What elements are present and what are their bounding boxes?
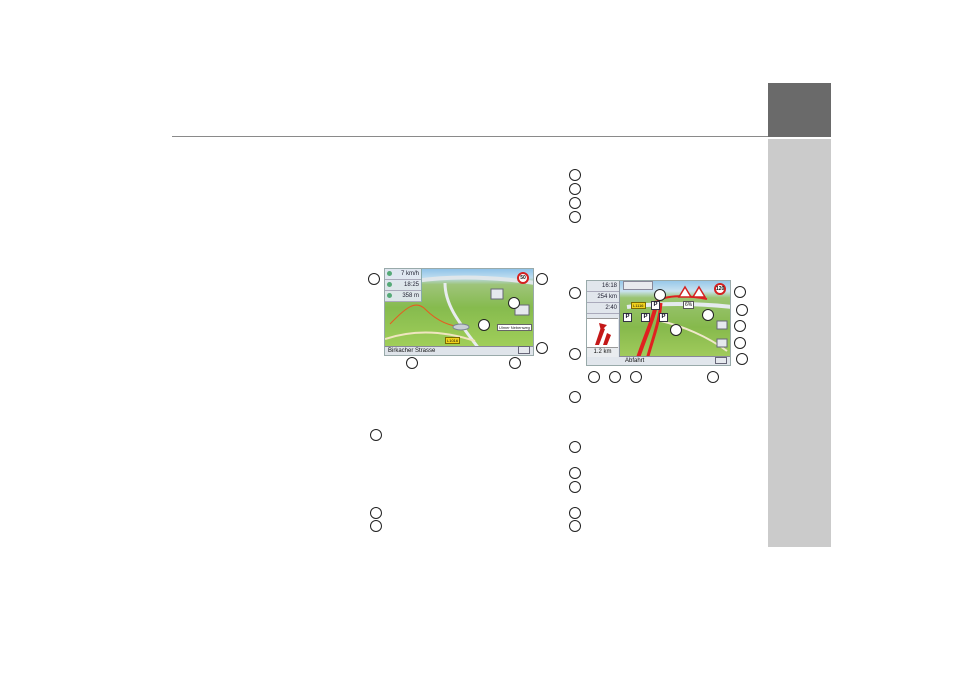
- list-marker: [569, 169, 581, 181]
- callout-marker: [536, 342, 548, 354]
- current-speed: 7 km/h: [400, 271, 419, 277]
- distance-icon: [387, 293, 392, 298]
- callout-marker: [569, 287, 581, 299]
- map-screenshot-route-guidance: 16:18 254 km 2:40 1.2 km 120 P P P P L11…: [586, 280, 731, 366]
- chapter-tab: [768, 83, 831, 137]
- road-number-label: L1116: [631, 302, 646, 309]
- callout-marker: [707, 371, 719, 383]
- remaining-time: 2:40: [605, 305, 617, 311]
- gradient-label: 6%: [683, 301, 695, 309]
- callout-marker: [734, 286, 746, 298]
- parking-icon: P: [641, 313, 650, 322]
- list-marker: [370, 507, 382, 519]
- current-street: Abfahrt: [625, 358, 645, 364]
- turn-arrow-icon: [595, 323, 611, 345]
- list-marker: [569, 197, 581, 209]
- list-marker: [569, 441, 581, 453]
- remaining-distance: 254 km: [597, 294, 617, 300]
- speed-limit-sign: 120: [714, 283, 726, 295]
- map-screenshot-standard: 7 km/h 18:25 358 m 50 L1016 Ulmer Nebenw…: [384, 268, 534, 356]
- turn-arrow-box: 1.2 km: [587, 318, 618, 357]
- callout-marker: [478, 319, 490, 331]
- arrival-time: 16:18: [601, 283, 617, 289]
- list-marker: [569, 481, 581, 493]
- callout-marker: [588, 371, 600, 383]
- time-row: 18:25: [385, 280, 421, 291]
- list-marker: [569, 507, 581, 519]
- speed-icon: [387, 271, 392, 276]
- clock-icon: [387, 282, 392, 287]
- speed-row: 7 km/h: [385, 269, 421, 280]
- distance-to-turn: 358 m: [402, 293, 419, 299]
- callout-marker: [509, 357, 521, 369]
- callout-marker: [654, 289, 666, 301]
- lane-assistant: [623, 281, 653, 290]
- current-street: Birkacher Strasse: [388, 348, 436, 354]
- duration-row: 2:40: [587, 303, 619, 314]
- parking-icon: P: [651, 301, 660, 310]
- callout-marker: [630, 371, 642, 383]
- header-rule: [172, 136, 768, 137]
- list-marker: [569, 520, 581, 532]
- callout-marker: [670, 324, 682, 336]
- list-marker: [569, 183, 581, 195]
- callout-marker: [702, 309, 714, 321]
- arrival-row: 16:18: [587, 281, 619, 292]
- list-marker: [370, 429, 382, 441]
- trip-info-panel: 16:18 254 km 2:40 1.2 km: [587, 281, 620, 365]
- callout-marker: [508, 297, 520, 309]
- speed-limit-sign: 50: [517, 272, 529, 284]
- list-marker: [569, 211, 581, 223]
- road-number-label: L1016: [445, 337, 461, 344]
- callout-marker: [736, 353, 748, 365]
- current-street-bar: Abfahrt: [619, 356, 730, 365]
- callout-marker: [734, 337, 746, 349]
- distance-row: 254 km: [587, 292, 619, 303]
- turn-distance: 1.2 km: [587, 347, 618, 357]
- callout-marker: [406, 357, 418, 369]
- current-time: 18:25: [403, 282, 419, 288]
- callout-marker: [536, 273, 548, 285]
- callout-marker: [734, 320, 746, 332]
- distance-row: 358 m: [385, 291, 421, 302]
- callout-marker: [736, 304, 748, 316]
- callout-marker: [569, 348, 581, 360]
- parking-icon: P: [623, 313, 632, 322]
- menu-button[interactable]: [715, 357, 727, 364]
- trip-info-panel: 7 km/h 18:25 358 m: [385, 269, 422, 302]
- parking-icon: P: [659, 313, 668, 322]
- list-marker: [569, 391, 581, 403]
- poi-label: Ulmer Nebenweg: [497, 324, 532, 331]
- current-street-bar: Birkacher Strasse: [385, 346, 533, 355]
- list-marker: [569, 467, 581, 479]
- menu-button[interactable]: [518, 346, 530, 354]
- callout-marker: [609, 371, 621, 383]
- list-marker: [370, 520, 382, 532]
- callout-marker: [368, 273, 380, 285]
- chapter-sidebar: [768, 139, 831, 547]
